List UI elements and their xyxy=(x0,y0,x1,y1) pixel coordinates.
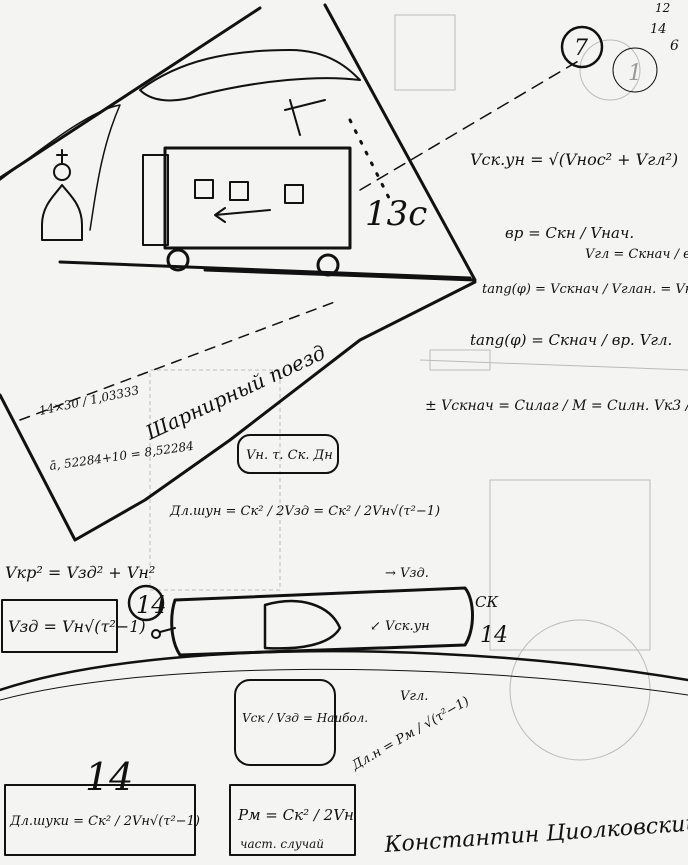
circled-number-faint: 1 xyxy=(628,61,642,86)
sk-number: 14 xyxy=(480,623,508,648)
page-number-1: 12 xyxy=(655,1,670,15)
formula-boxes xyxy=(1,25,658,856)
formula-8: Vкр² = Vзд² + Vн² xyxy=(5,563,155,582)
figure-14-circled: 14 xyxy=(136,591,167,619)
formula-12: Дл.шуки = Ск² / 2Vн√(τ²−1) xyxy=(9,814,200,829)
faint-background-sketches xyxy=(149,14,688,761)
figure-14-label: 14 xyxy=(85,755,133,799)
cone-lines xyxy=(0,3,581,542)
formula-4: tang(φ) = Скнач / вр. Vгл. xyxy=(470,331,672,349)
sk-label: СК xyxy=(475,593,498,611)
page-number-3: 6 xyxy=(670,38,679,54)
circled-number-7: 7 xyxy=(574,36,588,61)
velocity-label-inside: ↙ Vск.ун xyxy=(370,619,430,634)
formula-1: Vск.ун = √(Vнос² + Vгл²) xyxy=(470,150,678,169)
church-dome-sketch xyxy=(41,149,83,241)
page-number-2: 14 xyxy=(650,22,667,37)
rocket-sketch xyxy=(0,584,688,701)
figure-13-label: 13c xyxy=(365,194,427,234)
calculation-1: 14×30 / 1,03333 xyxy=(38,383,141,418)
formula-13-note: част. случай xyxy=(240,837,324,851)
carriage-sketch xyxy=(58,99,472,280)
calculation-2: ā, 52284+10 = 8,52284 xyxy=(48,439,194,473)
formula-11: Дл.н = Рм / √(τ²−1) xyxy=(349,694,472,774)
signature: Константин Циолковский xyxy=(383,811,688,858)
formula-3: tang(φ) = Vскнач / Vглан. = Vн / Vгл. xyxy=(482,282,688,297)
formula-9: Vзд = Vн√(τ²−1) xyxy=(8,617,146,636)
formula-10: Vск / Vзд = Наибол. xyxy=(242,711,368,725)
formula-6: Vн. τ. Ск. Дн xyxy=(246,448,333,463)
formula-5: ± Vскнач = Силаг / M = Силн. Vк3 / Внач. xyxy=(425,398,688,414)
formula-2b: Vгл = Скнач / вр. xyxy=(585,247,688,262)
formula-2a: вр = Скн / Vнач. xyxy=(505,224,634,242)
velocity-label-top: → Vзд. xyxy=(385,566,429,581)
velocity-label-vgl: Vгл. xyxy=(400,689,428,704)
formula-13: Рм = Ск² / 2Vн xyxy=(237,806,354,824)
sketch-caption: Шарнирный поезд xyxy=(141,340,329,445)
formula-7: Дл.шун = Ск² / 2Vзд = Ск² / 2Vн√(τ²−1) xyxy=(169,504,440,519)
